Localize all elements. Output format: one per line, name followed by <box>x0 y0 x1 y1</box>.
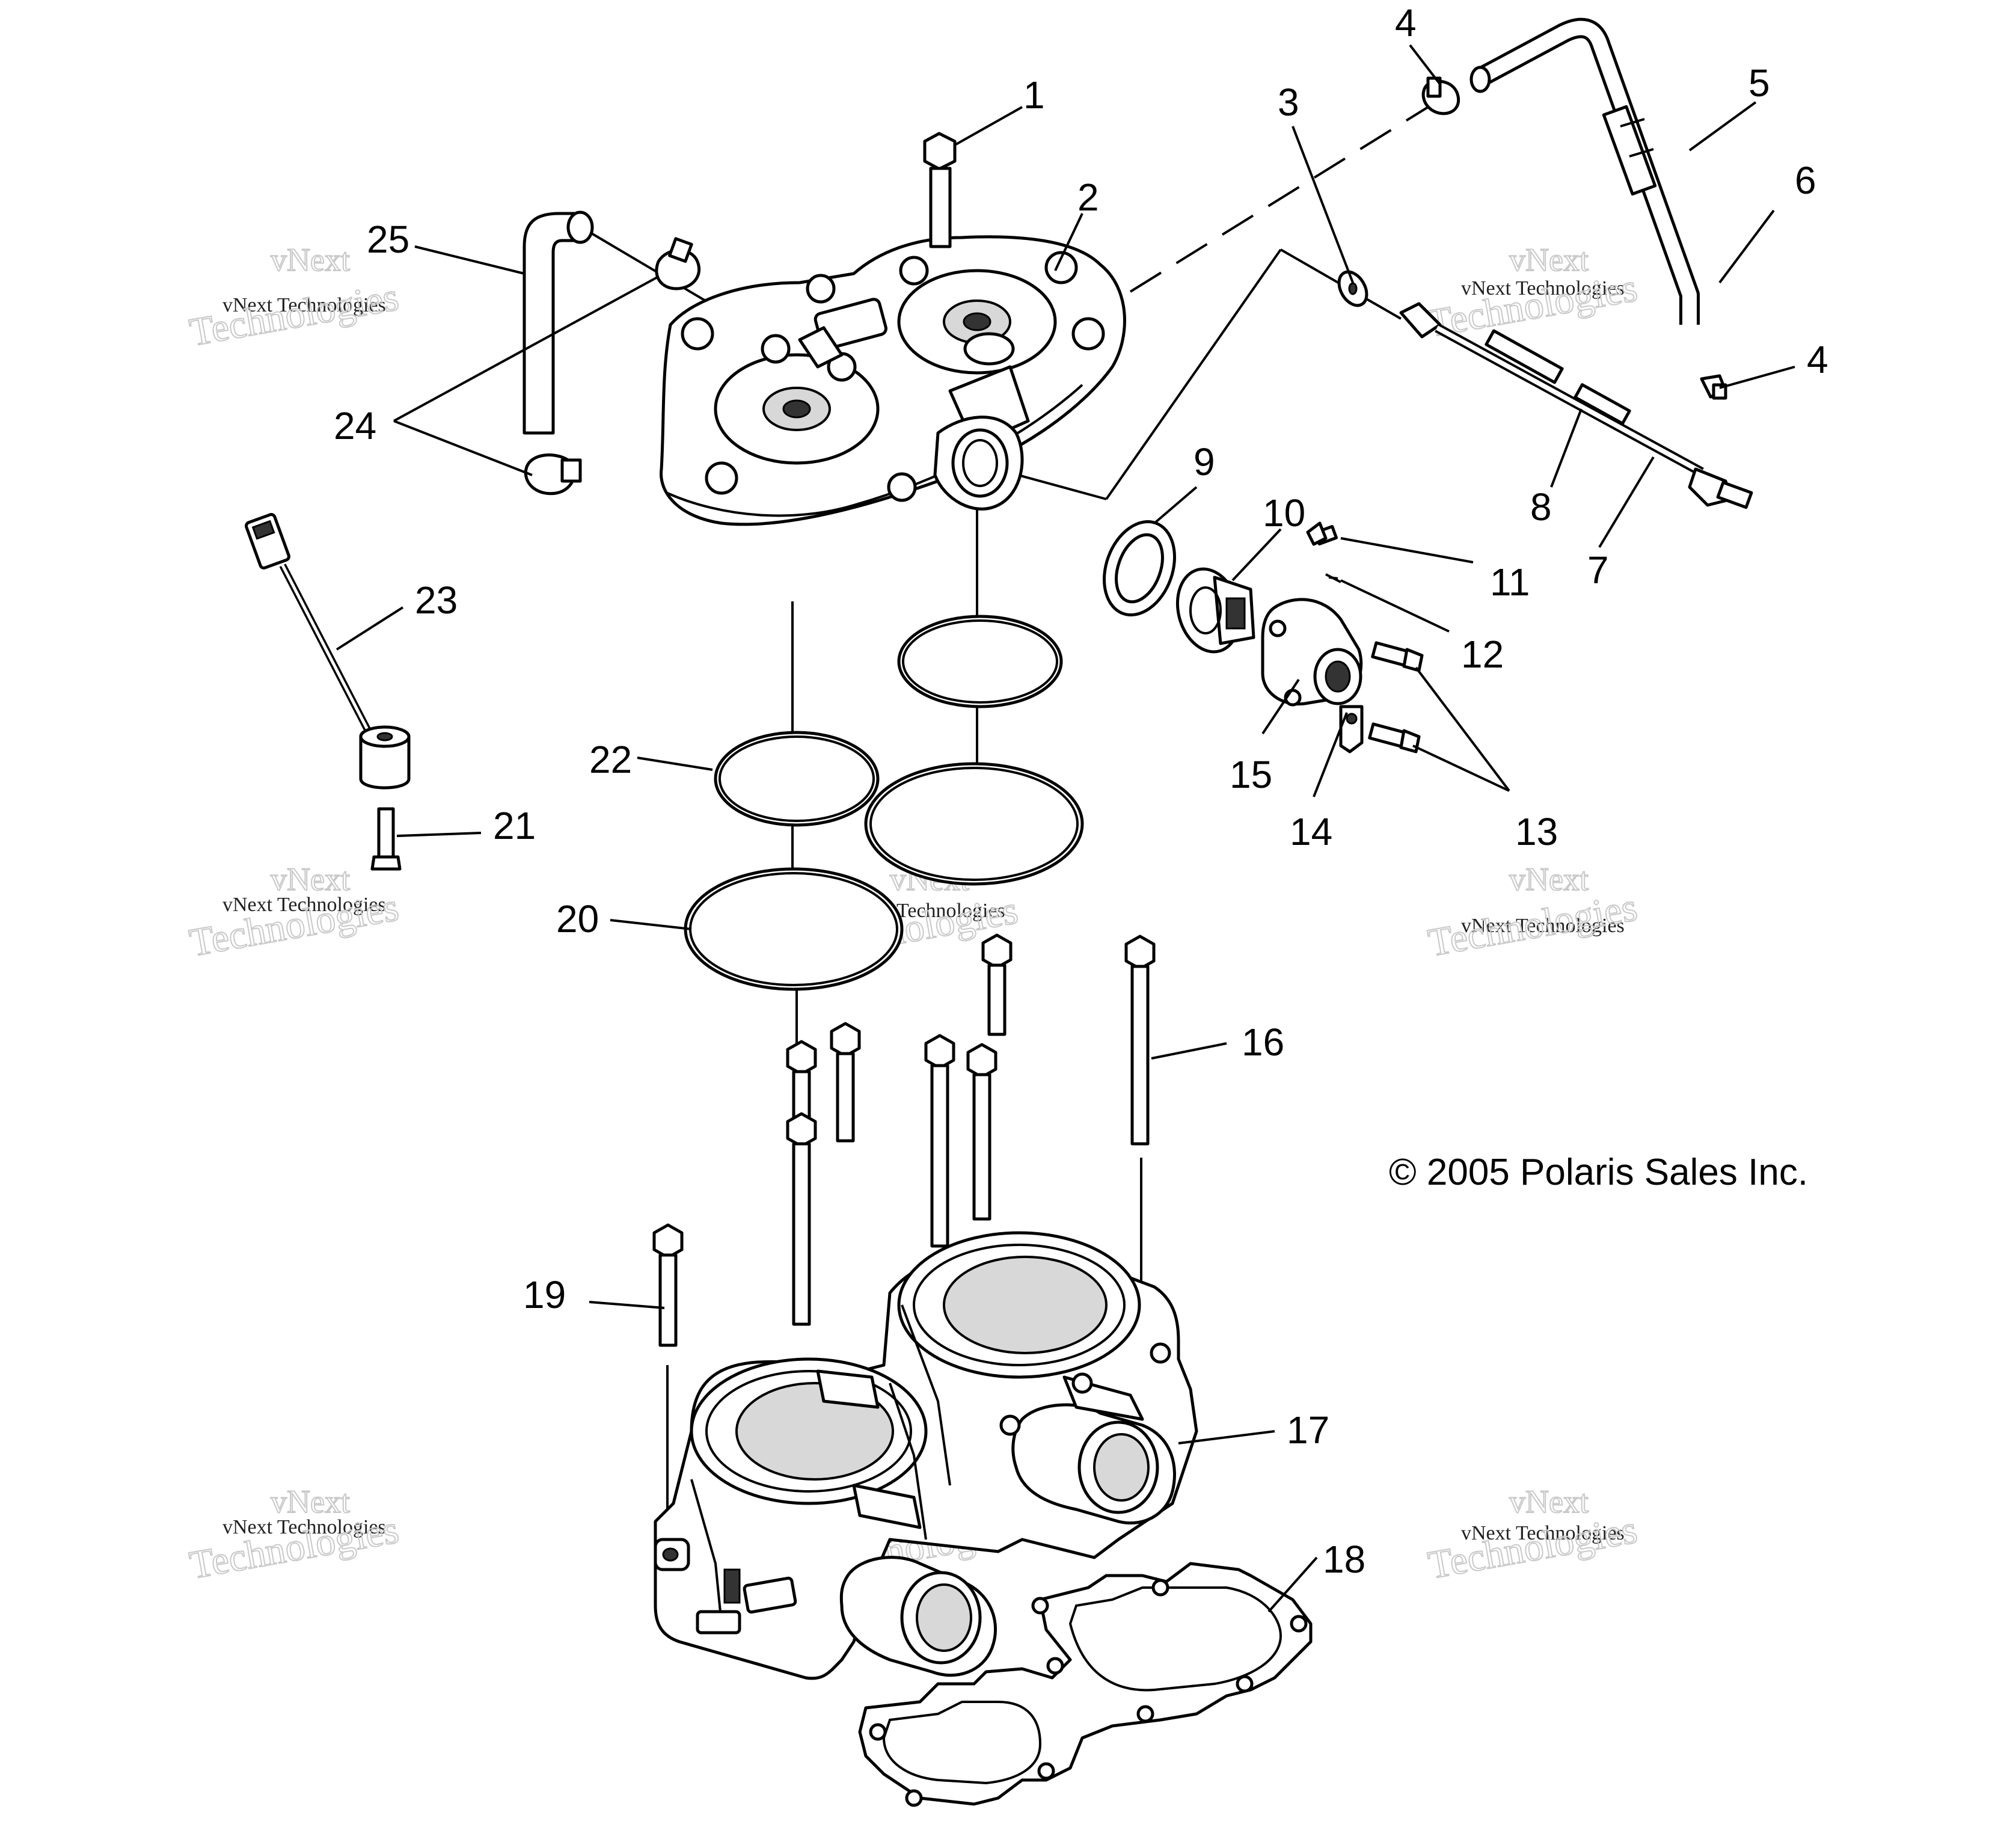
hose-clamp-bottom <box>1700 374 1727 400</box>
watermark-vnext: vNext <box>271 242 350 278</box>
callout-25: 25 <box>367 218 409 261</box>
callout-7: 7 <box>1587 548 1609 592</box>
watermark-text: vNext Technologies <box>1461 1522 1625 1544</box>
watermark-vnext: vNext <box>271 861 350 897</box>
callout-5: 5 <box>1748 61 1770 105</box>
callout-11: 11 <box>1490 560 1530 604</box>
hose-clamp-upper <box>655 237 700 290</box>
callout-14: 14 <box>1290 810 1332 853</box>
hose-clamp-lower <box>524 453 582 496</box>
thermostat-housing <box>1261 598 1363 707</box>
copyright-notice: © 2005 Polaris Sales Inc. <box>1389 1152 1808 1193</box>
callout-21: 21 <box>493 804 536 847</box>
callout-6: 6 <box>1795 159 1816 202</box>
bypass-hose <box>522 210 594 435</box>
callout-8: 8 <box>1530 485 1552 529</box>
callout-1: 1 <box>1023 73 1045 117</box>
callout-18: 18 <box>1323 1538 1365 1581</box>
bolt-h <box>652 1223 684 1347</box>
bleed-screw-washer <box>1325 573 1341 583</box>
watermark-vnext: vNext <box>1509 861 1589 897</box>
washer <box>1337 270 1368 307</box>
cylinder-bolts <box>652 933 1156 1347</box>
callout-9: 9 <box>1194 440 1215 483</box>
temperature-sensor <box>245 513 411 790</box>
watermark-mid-left: vNext vNext Technologies Technologies <box>186 861 402 966</box>
callout-4-right: 4 <box>1807 338 1828 381</box>
callout-24: 24 <box>334 404 376 447</box>
cylinder-head <box>660 235 1126 526</box>
watermark-top-right: vNext vNext Technologies Technologies <box>1424 241 1641 346</box>
oring-front <box>684 867 904 991</box>
watermark-bottom-right: vNext vNext Technologies Technologies <box>1424 1483 1641 1588</box>
watermark-vnext: vNext <box>1509 1484 1589 1520</box>
callout-16: 16 <box>1242 1021 1284 1064</box>
callout-13: 13 <box>1515 810 1558 853</box>
vent-hose <box>1469 17 1700 325</box>
watermark-vnext: vNext <box>1509 242 1589 278</box>
bolt-b <box>830 1022 861 1143</box>
callout-20: 20 <box>556 897 599 941</box>
base-gasket <box>858 1562 1313 1807</box>
callout-10: 10 <box>1263 491 1305 535</box>
bolt-f <box>786 1112 817 1326</box>
wire-clip <box>1339 705 1364 754</box>
watermark-technologies: Technologies <box>186 275 402 355</box>
watermark-text: vNext Technologies <box>1461 915 1625 937</box>
head-gasket-rear <box>897 615 1063 708</box>
watermark-text: vNext Technologies <box>222 894 386 916</box>
watermark-bottom-left: vNext vNext Technologies Technologies <box>186 1483 402 1588</box>
bolt-d <box>924 1034 955 1248</box>
watermark-text: vNext Technologies <box>1461 277 1625 299</box>
callout-12: 12 <box>1461 633 1504 676</box>
watermark-text: vNext Technologies <box>222 294 386 316</box>
head-bolt-1 <box>923 132 957 248</box>
watermark-mid-right: vNext vNext Technologies Technologies <box>1424 861 1641 966</box>
callout-19: 19 <box>523 1273 566 1316</box>
callout-3: 3 <box>1278 81 1299 124</box>
callout-labels: 1 2 3 4 5 6 4 7 8 9 10 11 12 13 14 15 16… <box>334 1 1828 1581</box>
callout-17: 17 <box>1287 1408 1329 1452</box>
sensor-bolt <box>370 807 402 871</box>
housing-bolt-lower <box>1368 722 1421 754</box>
callout-4-top: 4 <box>1395 1 1417 45</box>
callout-22: 22 <box>589 738 632 781</box>
thermostat <box>1175 567 1255 654</box>
callout-23: 23 <box>415 579 458 622</box>
callout-15: 15 <box>1230 753 1272 796</box>
cylinder-block <box>654 1231 1198 1680</box>
bleed-screw <box>1306 521 1338 546</box>
sensor-wire <box>1399 302 1753 509</box>
watermark-vnext: vNext <box>271 1484 350 1520</box>
thermostat-seal <box>1103 520 1176 616</box>
bolt-e <box>966 1043 997 1221</box>
bolt-g-long <box>1124 935 1156 1146</box>
callout-leaders <box>336 44 1795 1613</box>
housing-bolt-upper <box>1371 641 1424 672</box>
bolt-a <box>981 933 1013 1036</box>
watermark-text: vNext Technologies <box>222 1516 386 1538</box>
callout-2: 2 <box>1077 176 1099 219</box>
head-gasket-front <box>714 731 880 827</box>
oring-rear <box>864 762 1084 886</box>
